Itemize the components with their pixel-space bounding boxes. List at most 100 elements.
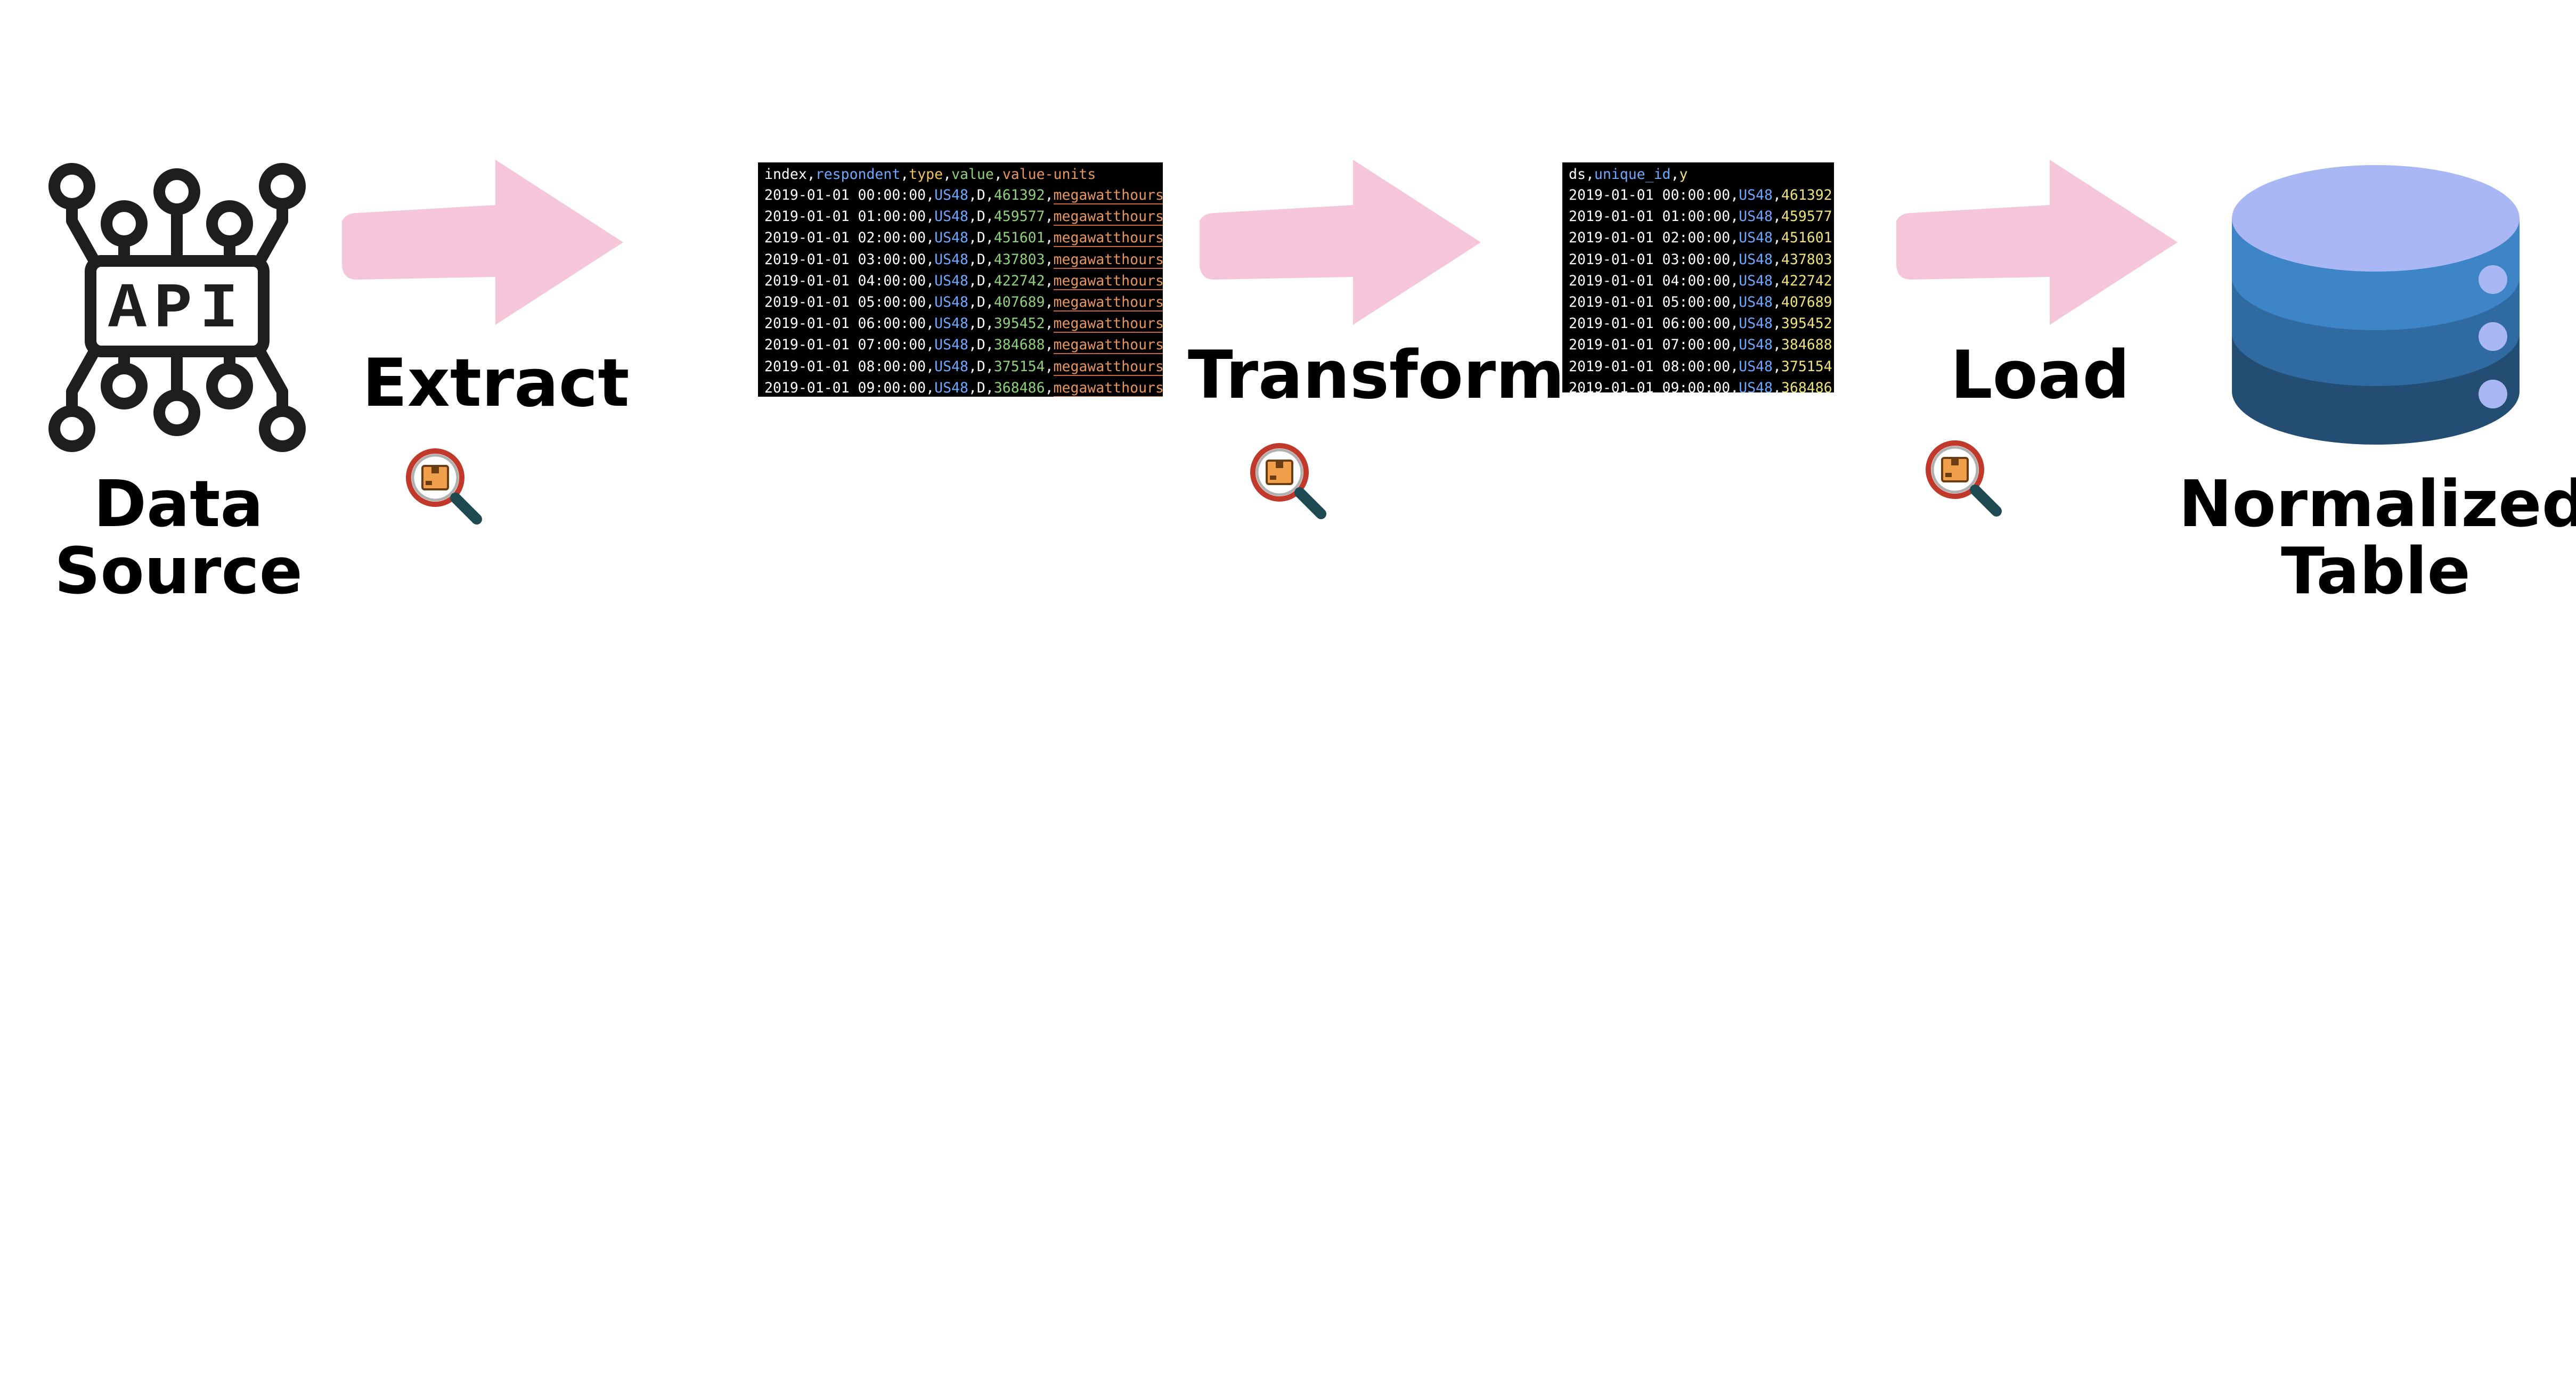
raw-table-row-cell: D bbox=[976, 208, 985, 225]
clean-table-row: 2019-01-01 05:00:00,US48,407689 bbox=[1569, 293, 1832, 310]
api-chip-text: API bbox=[108, 274, 246, 346]
raw-table-row: 2019-01-01 06:00:00,US48,D,395452,megawa… bbox=[764, 315, 1163, 333]
raw-table-row-cell: 2019-01-01 03:00:00 bbox=[764, 251, 926, 268]
clean-table-row-cell: US48 bbox=[1739, 358, 1773, 375]
raw-table-row-cell: 2019-01-01 07:00:00 bbox=[764, 337, 926, 354]
clean-table-row: 2019-01-01 01:00:00,US48,459577 bbox=[1569, 208, 1832, 225]
clean-table-row-cell: 407689 bbox=[1781, 293, 1832, 310]
raw-table-row-cell: 375154 bbox=[993, 358, 1045, 375]
raw-table-row-cell: US48 bbox=[934, 315, 968, 332]
raw-table-row-cell: 459577 bbox=[993, 208, 1045, 225]
raw-table-row-cell: D bbox=[976, 293, 985, 310]
clean-table-row: 2019-01-01 06:00:00,US48,395452 bbox=[1569, 315, 1832, 332]
clean-table-row-cell: US48 bbox=[1739, 293, 1773, 310]
raw-table-row-cell: D bbox=[976, 337, 985, 354]
clean-table-row-cell: US48 bbox=[1739, 187, 1773, 203]
raw-table-row-cell: megawatthours bbox=[1053, 208, 1163, 226]
clean-table-row-cell: 2019-01-01 00:00:00 bbox=[1569, 187, 1731, 203]
raw-table-row-cell: D bbox=[976, 315, 985, 332]
raw-table-row-cell: megawatthours bbox=[1053, 293, 1163, 312]
raw-table-row: 2019-01-01 09:00:00,US48,D,368486,megawa… bbox=[764, 379, 1163, 397]
clean-table-row-cell: 384688 bbox=[1781, 337, 1832, 354]
clean-header-ds: ds bbox=[1569, 166, 1586, 183]
raw-table-row: 2019-01-01 08:00:00,US48,D,375154,megawa… bbox=[764, 358, 1163, 376]
clean-table-row: 2019-01-01 08:00:00,US48,375154 bbox=[1569, 358, 1832, 375]
clean-table-row-cell: US48 bbox=[1739, 337, 1773, 354]
normalized-data-table: ds,unique_id,y 2019-01-01 00:00:00,US48,… bbox=[1562, 162, 1834, 392]
load-arrow bbox=[1896, 160, 2178, 325]
clean-table-row: 2019-01-01 09:00:00,US48,368486 bbox=[1569, 378, 1834, 392]
raw-header-type: type bbox=[909, 166, 943, 183]
raw-table-row-cell: 2019-01-01 08:00:00 bbox=[764, 358, 926, 375]
load-package-search-icon bbox=[1926, 440, 2002, 517]
clean-table-row: 2019-01-01 04:00:00,US48,422742 bbox=[1569, 272, 1832, 289]
clean-table-row-cell: 395452 bbox=[1781, 315, 1832, 332]
raw-table-row-cell: 2019-01-01 01:00:00 bbox=[764, 208, 926, 225]
clean-table-row-cell: US48 bbox=[1739, 208, 1773, 225]
raw-table-row-cell: US48 bbox=[934, 379, 968, 396]
transform-package-search-icon bbox=[1250, 443, 1326, 519]
clean-table-row-cell: US48 bbox=[1739, 379, 1773, 392]
raw-header-respondent: respondent bbox=[815, 166, 901, 183]
clean-table-row-cell: 459577 bbox=[1781, 208, 1832, 225]
data-source-label-line1: Data bbox=[93, 468, 264, 542]
raw-table-row-cell: D bbox=[976, 187, 985, 203]
clean-table-row-cell: 2019-01-01 06:00:00 bbox=[1569, 315, 1731, 332]
raw-table-row: 2019-01-01 07:00:00,US48,D,384688,megawa… bbox=[764, 337, 1163, 355]
data-source-label: Data Source bbox=[21, 471, 336, 605]
raw-table-row-cell: US48 bbox=[934, 293, 968, 310]
normalized-table-label-line2: Table bbox=[2281, 535, 2471, 609]
data-source-label-line2: Source bbox=[54, 535, 303, 609]
raw-table-row-cell: megawatthours bbox=[1053, 272, 1163, 290]
raw-table-row-cell: US48 bbox=[934, 230, 968, 247]
clean-table-row-cell: 2019-01-01 01:00:00 bbox=[1569, 208, 1731, 225]
raw-table-row-cell: 2019-01-01 09:00:00 bbox=[764, 379, 926, 396]
clean-table-header: ds,unique_id,y bbox=[1569, 166, 1688, 183]
raw-table-row-cell: 384688 bbox=[993, 337, 1045, 354]
db-indicator-2 bbox=[2479, 322, 2507, 351]
clean-table-row: 2019-01-01 07:00:00,US48,384688 bbox=[1569, 337, 1832, 354]
database-icon bbox=[2232, 165, 2520, 445]
raw-table-row-cell: 437803 bbox=[993, 251, 1045, 268]
clean-table-row-cell: US48 bbox=[1739, 272, 1773, 289]
clean-table-row-cell: 2019-01-01 07:00:00 bbox=[1569, 337, 1731, 354]
extract-arrow bbox=[342, 160, 623, 325]
raw-table-row-cell: 368486 bbox=[993, 379, 1045, 396]
extract-label: Extract bbox=[362, 345, 630, 422]
raw-table-row: 2019-01-01 02:00:00,US48,D,451601,megawa… bbox=[764, 230, 1163, 248]
raw-table-row-cell: 2019-01-01 05:00:00 bbox=[764, 293, 926, 310]
raw-table-row: 2019-01-01 03:00:00,US48,D,437803,megawa… bbox=[764, 251, 1163, 269]
clean-table-row-cell: 2019-01-01 09:00:00 bbox=[1569, 379, 1731, 392]
raw-table-row-cell: megawatthours bbox=[1053, 315, 1163, 333]
raw-table-row-cell: megawatthours bbox=[1053, 379, 1163, 397]
clean-table-row-cell: 437803 bbox=[1781, 251, 1832, 268]
raw-table-row-cell: 422742 bbox=[993, 272, 1045, 289]
clean-table-row-cell: US48 bbox=[1739, 251, 1773, 268]
raw-table-row-cell: D bbox=[976, 379, 985, 396]
raw-table-row: 2019-01-01 00:00:00,US48,D,461392,megawa… bbox=[764, 187, 1163, 204]
raw-table-row-cell: 2019-01-01 04:00:00 bbox=[764, 272, 926, 289]
clean-table-row-cell: 375154 bbox=[1781, 358, 1832, 375]
db-indicator-3 bbox=[2479, 380, 2507, 408]
raw-table-row-cell: US48 bbox=[934, 358, 968, 375]
raw-table-row-cell: D bbox=[976, 230, 985, 247]
clean-table-row-cell: US48 bbox=[1739, 315, 1773, 332]
db-indicator-1 bbox=[2479, 265, 2507, 294]
raw-table-row-cell: D bbox=[976, 251, 985, 268]
extract-package-search-icon bbox=[406, 448, 482, 525]
raw-table-row-cell: US48 bbox=[934, 208, 968, 225]
raw-table-header: index,respondent,type,value,value-units bbox=[764, 166, 1096, 183]
clean-table-row-cell: 2019-01-01 05:00:00 bbox=[1569, 293, 1731, 310]
api-chip-icon: API bbox=[48, 163, 306, 452]
clean-header-unique-id: unique_id bbox=[1594, 166, 1671, 183]
clean-table-row: 2019-01-01 02:00:00,US48,451601 bbox=[1569, 230, 1832, 247]
raw-table-row-cell: megawatthours bbox=[1053, 187, 1163, 204]
raw-header-value-units: value-units bbox=[1002, 166, 1096, 183]
raw-table-row-cell: 395452 bbox=[993, 315, 1045, 332]
normalized-table-label: Normalized Table bbox=[2179, 468, 2576, 609]
raw-table-row-cell: megawatthours bbox=[1053, 337, 1163, 355]
clean-table-row-cell: 422742 bbox=[1781, 272, 1832, 289]
raw-table-row-cell: megawatthours bbox=[1053, 251, 1163, 269]
clean-table-row-cell: 451601 bbox=[1781, 230, 1832, 247]
normalized-table-label-line1: Normalized bbox=[2179, 468, 2576, 542]
